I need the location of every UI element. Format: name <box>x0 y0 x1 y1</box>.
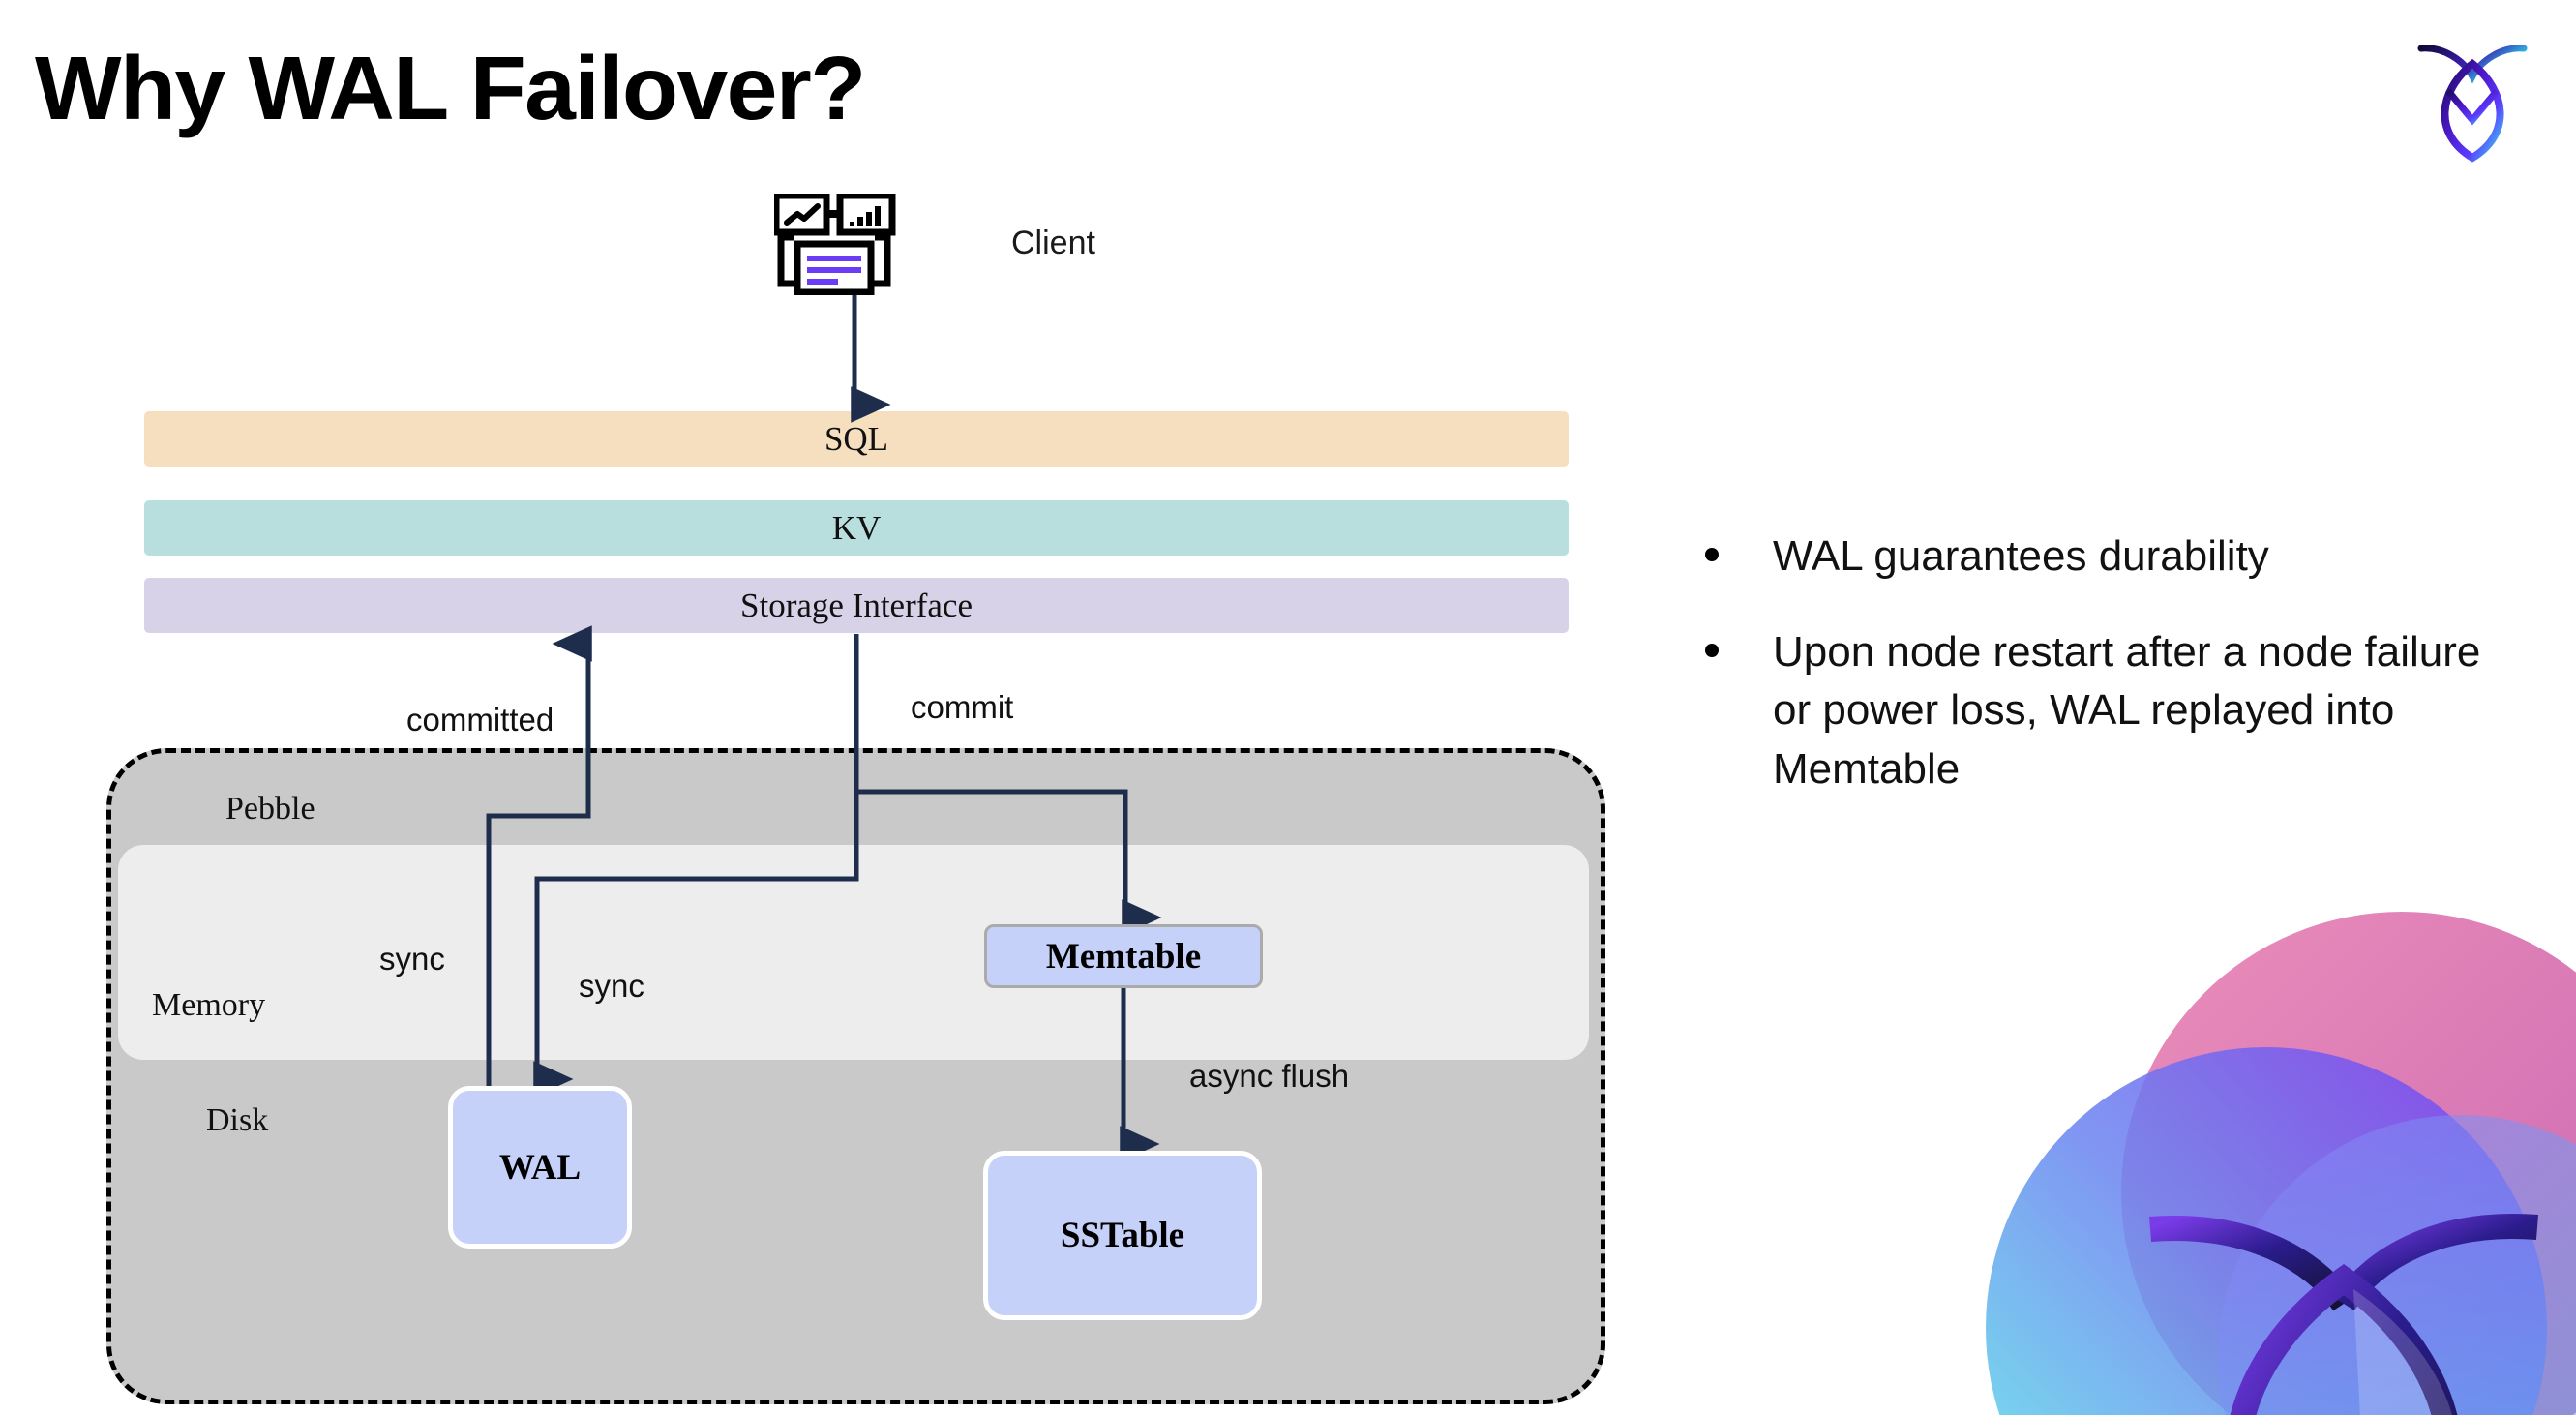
disk-label: Disk <box>206 1102 269 1138</box>
layer-bar-sql: SQL <box>144 411 1569 467</box>
cockroachdb-logo <box>2410 31 2535 163</box>
layer-bar-storage-interface: Storage Interface <box>144 578 1569 633</box>
edge-label-sync-left: sync <box>379 941 445 977</box>
memory-label: Memory <box>152 987 266 1023</box>
node-memtable: Memtable <box>984 924 1263 988</box>
decorative-corner-graphic <box>1860 873 2576 1415</box>
node-sstable: SSTable <box>983 1151 1262 1320</box>
client-dashboard-icon <box>772 192 929 296</box>
bullet-list: WAL guarantees durability Upon node rest… <box>1705 527 2499 836</box>
edge-label-commit: commit <box>911 689 1014 725</box>
list-item: WAL guarantees durability <box>1705 527 2499 587</box>
bullet-text: Upon node restart after a node failure o… <box>1773 627 2481 794</box>
edge-label-sync-right: sync <box>579 968 644 1004</box>
bullet-text: WAL guarantees durability <box>1773 532 2269 580</box>
node-wal: WAL <box>448 1086 632 1249</box>
bullet-dot-icon <box>1705 548 1719 561</box>
memory-zone <box>118 845 1589 1060</box>
client-label: Client <box>1011 225 1095 261</box>
edge-label-committed: committed <box>406 702 554 738</box>
bullet-dot-icon <box>1705 643 1719 657</box>
pebble-label: Pebble <box>225 791 315 827</box>
page-title: Why WAL Failover? <box>35 38 866 138</box>
layer-bar-kv: KV <box>144 500 1569 556</box>
edge-label-async-flush: async flush <box>1189 1058 1350 1094</box>
list-item: Upon node restart after a node failure o… <box>1705 623 2499 799</box>
